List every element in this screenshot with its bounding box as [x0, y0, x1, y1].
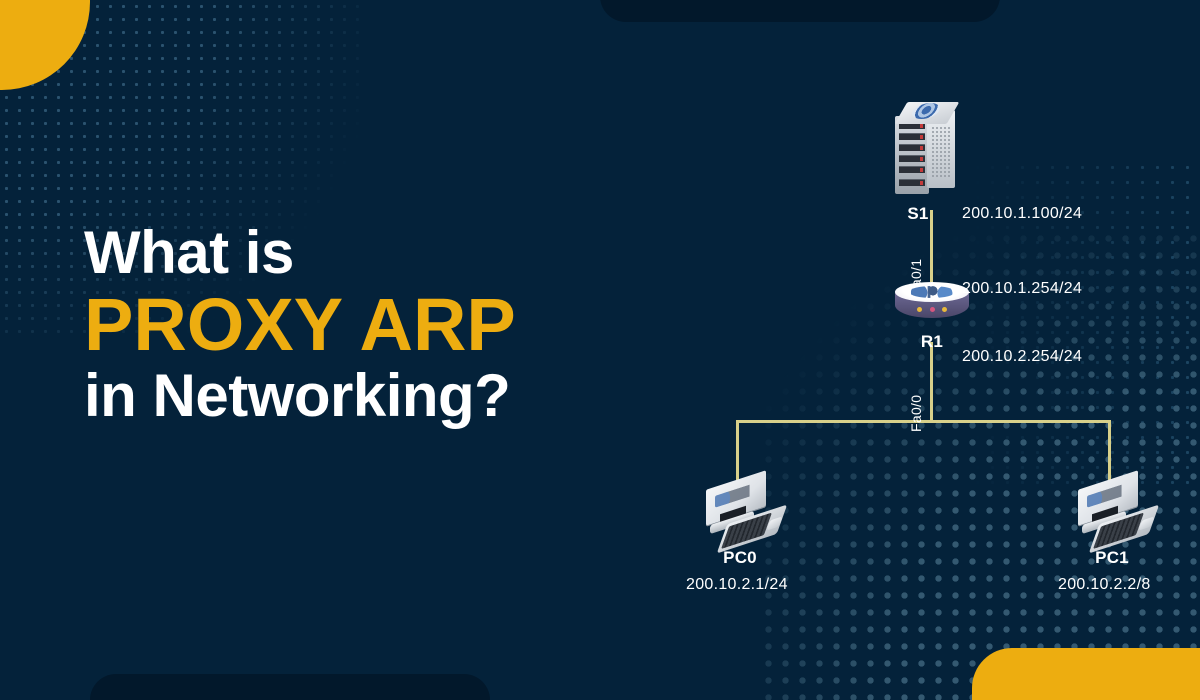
server-slot	[899, 166, 925, 173]
pc-screen-logo-icon	[1087, 482, 1127, 508]
link-bus-pc1	[1108, 420, 1111, 488]
node-label-s1: S1	[907, 204, 929, 223]
ip-label-r1-fa01: 200.10.1.254/24	[962, 280, 1083, 297]
desktop-pc-icon-pc0[interactable]	[696, 470, 788, 556]
server-slot	[899, 155, 925, 162]
decorative-bar-top	[600, 0, 1000, 22]
decorative-bar-bottom	[90, 674, 490, 700]
router-led	[917, 307, 922, 312]
link-bus-pc0	[736, 420, 739, 488]
headline-block: What is PROXY ARP in Networking?	[84, 222, 704, 426]
port-label-fa00: Fa0/0	[908, 394, 924, 432]
link-r1-bus	[930, 342, 933, 420]
router-led-group	[917, 307, 947, 312]
ip-label-pc0: 200.10.2.1/24	[686, 576, 788, 593]
server-icon[interactable]	[893, 102, 961, 198]
router-led	[929, 307, 935, 312]
headline-line-3: in Networking?	[84, 361, 511, 429]
server-slot	[899, 179, 925, 186]
link-bus	[736, 420, 1111, 423]
halftone-pattern-bottom-right	[760, 230, 1200, 700]
decorative-blob-bottom-right	[972, 648, 1200, 700]
server-slot	[899, 133, 925, 140]
router-arrows-icon	[909, 286, 955, 298]
server-left-face	[895, 116, 929, 194]
ip-label-r1-fa00: 200.10.2.254/24	[962, 348, 1083, 365]
router-icon[interactable]	[895, 282, 969, 324]
node-label-r1: R1	[920, 332, 944, 351]
node-label-pc0: PC0	[723, 548, 757, 567]
headline-line-2: PROXY ARP	[84, 283, 516, 367]
headline-line-1: What is	[84, 219, 294, 286]
ip-label-s1: 200.10.1.100/24	[962, 205, 1083, 222]
link-s1-r1	[930, 210, 933, 282]
desktop-pc-icon-pc1[interactable]	[1068, 470, 1160, 556]
network-topology-diagram: S1 200.10.1.100/24 Fa0/1 R1 200.10.1.254…	[640, 80, 1200, 620]
node-label-pc1: PC1	[1095, 548, 1129, 567]
router-led	[942, 307, 947, 312]
server-slot	[899, 144, 925, 151]
ip-label-pc1: 200.10.2.2/8	[1058, 576, 1151, 593]
pc-screen-logo-icon	[715, 482, 755, 508]
